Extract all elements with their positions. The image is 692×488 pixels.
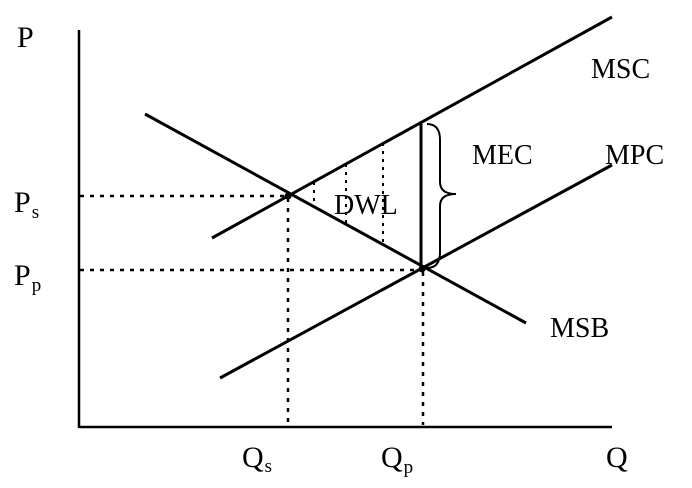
x-axis-label: Q (606, 441, 628, 474)
quantity-private-main: Q (381, 441, 403, 474)
mec-brace (426, 123, 457, 269)
msc-curve (211, 15, 613, 240)
quantity-private-subscript: p (404, 457, 414, 478)
msc-label: MSC (591, 54, 650, 85)
price-social-label: Ps (14, 186, 39, 223)
quantity-social-label: Qs (242, 441, 272, 477)
mpc-label: MPC (605, 140, 664, 171)
price-social-main: P (14, 186, 31, 219)
dwl-label: DWL (334, 190, 398, 221)
private-equilibrium-point (418, 265, 426, 273)
price-private-main: P (14, 259, 31, 292)
quantity-social-subscript: s (265, 456, 272, 477)
msb-curve (144, 112, 527, 325)
quantity-private-label: Qp (381, 441, 413, 478)
mec-label: MEC (472, 140, 533, 171)
mpc-curve (219, 163, 613, 380)
price-private-subscript: p (32, 275, 42, 296)
quantity-social-main: Q (242, 441, 264, 474)
price-social-subscript: s (32, 202, 39, 223)
social-optimum-point (284, 192, 292, 200)
msb-label: MSB (550, 313, 609, 344)
y-axis-label: P (17, 21, 34, 54)
price-private-label: Pp (14, 259, 41, 296)
